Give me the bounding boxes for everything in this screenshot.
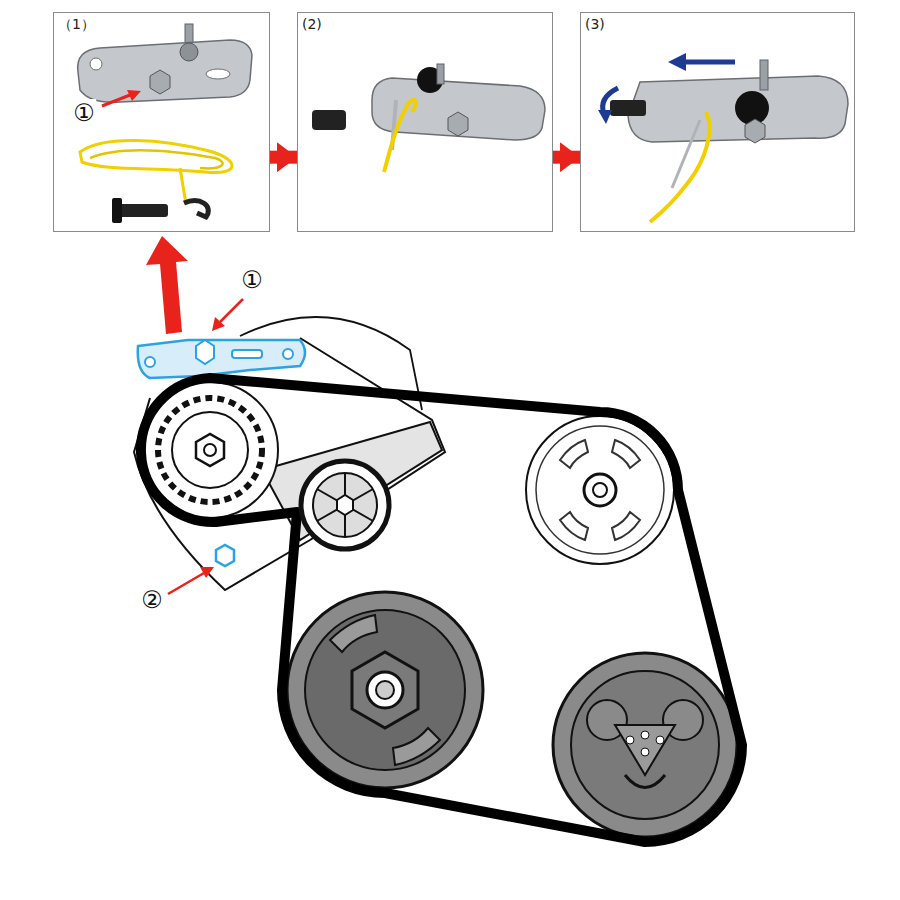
- panel-one-photo: [112, 198, 122, 223]
- panel-one-photo: [184, 201, 208, 217]
- panel-one-photo: [90, 150, 223, 168]
- drive-belt: [141, 378, 742, 842]
- alternator-pulley: [158, 398, 262, 502]
- drive-belt: [141, 378, 742, 842]
- crank-pulley: [287, 592, 483, 788]
- idler-pulley: [301, 461, 389, 549]
- callout-leader: [102, 90, 141, 106]
- tensioner-bracket: [138, 340, 305, 378]
- panel-three-photo: [598, 110, 612, 124]
- callout-leader: [102, 95, 130, 106]
- right-pulley: [560, 440, 640, 540]
- idler-pulley: [317, 489, 373, 521]
- step-number: (3): [581, 13, 609, 35]
- crank-pulley: [352, 652, 418, 728]
- tensioner-bracket: [138, 340, 305, 378]
- step-number: (2): [298, 13, 326, 35]
- callout-leader: [168, 573, 204, 594]
- bottom-right-pulley: [641, 748, 649, 756]
- idler-pulley: [301, 461, 389, 549]
- tensioner-bracket: [196, 340, 214, 364]
- step-arrow: [270, 151, 297, 164]
- crank-pulley: [330, 615, 440, 765]
- panel-two-photo: [437, 64, 444, 84]
- right-pulley: [593, 483, 607, 497]
- step-number: （1）: [54, 13, 99, 35]
- pointer-arrow: [146, 236, 188, 334]
- panel-three-photo: [610, 100, 646, 116]
- bottom-right-pulley: [553, 653, 737, 837]
- panel-one-photo: [78, 40, 252, 102]
- panel-three-photo: [628, 76, 848, 142]
- panel-three-photo: [682, 60, 735, 65]
- idler-pulley: [313, 473, 377, 537]
- alternator-pulley: [196, 434, 224, 466]
- crank-pulley: [287, 592, 483, 788]
- bottom-right-pulley: [656, 736, 664, 744]
- alternator-pulley: [172, 412, 248, 488]
- panel-one-photo: [180, 168, 186, 204]
- panel-one-photo: [78, 24, 252, 223]
- pointer-arrow: [146, 236, 188, 334]
- right-pulley: [536, 426, 664, 554]
- step-arrow: [553, 151, 580, 164]
- step-panel: (2): [297, 12, 553, 232]
- panel-three-photo: [668, 53, 686, 71]
- callout-leader: [212, 317, 225, 331]
- callout-leader: [127, 90, 141, 101]
- panel-one-photo: [206, 69, 230, 79]
- panel-two-photo: [312, 64, 545, 172]
- panel-two-photo: [384, 100, 416, 172]
- bottom-right-pulley: [626, 736, 634, 744]
- crank-pulley: [305, 610, 465, 770]
- callout-leader: [220, 299, 243, 322]
- callout-leader: [200, 567, 214, 578]
- bottom-right-pulley: [641, 731, 649, 739]
- panel-three-photo: [745, 119, 765, 143]
- panel-three-photo: [672, 120, 700, 188]
- panel-one-photo: [118, 204, 168, 217]
- tensioner-bolt: [216, 545, 234, 566]
- panel-one-photo: [80, 140, 232, 172]
- bottom-right-pulley: [625, 775, 665, 788]
- panel-three-photo: [598, 53, 848, 222]
- callout-number: ①: [240, 266, 264, 294]
- idler-pulley: [337, 495, 353, 515]
- tensioner-bracket: [145, 357, 155, 367]
- panel-one-photo: [180, 43, 198, 61]
- tensioner-bracket: [283, 349, 293, 359]
- panel-three-photo: [735, 91, 769, 125]
- callout-number: ①: [72, 99, 96, 127]
- bottom-right-pulley: [615, 725, 675, 775]
- tensioner-bolt: [216, 545, 234, 566]
- panel-two-photo: [448, 112, 468, 136]
- panel-two-photo: [312, 110, 346, 130]
- bottom-right-pulley: [553, 653, 737, 837]
- panel-three-photo: [760, 60, 768, 90]
- alternator-pulley: [204, 444, 216, 456]
- engine-housing: [262, 422, 442, 540]
- right-pulley: [584, 474, 616, 506]
- panel-three-photo: [650, 112, 709, 222]
- idler-pulley: [317, 489, 373, 521]
- tensioner-bracket: [232, 350, 262, 358]
- panel-one-photo: [150, 70, 170, 94]
- panel-one-photo: [90, 58, 102, 70]
- callout-leader: [168, 567, 214, 594]
- callout-leader: [212, 299, 243, 331]
- crank-pulley: [367, 672, 403, 708]
- bottom-right-pulley: [571, 671, 719, 819]
- callout-number: ②: [140, 586, 164, 614]
- step-panel: (3): [580, 12, 855, 232]
- crank-pulley: [376, 681, 394, 699]
